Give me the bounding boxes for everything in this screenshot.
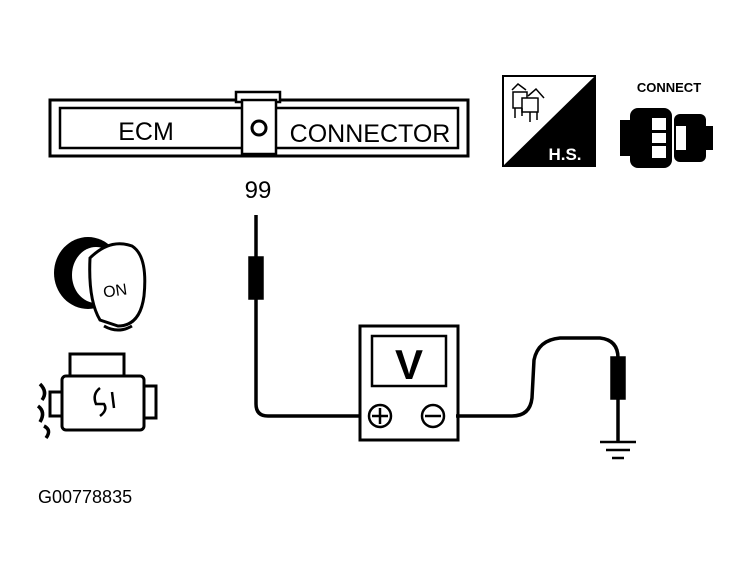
voltmeter-label: V [395, 341, 423, 388]
ignition-label: ON [102, 281, 128, 301]
hs-badge-icon: H.S. [502, 75, 596, 167]
connector-lock-icon [250, 119, 268, 137]
engine-icon [36, 352, 158, 440]
connect-plug-icon [620, 108, 713, 168]
hs-badge-label: H.S. [548, 145, 581, 164]
voltmeter-icon: V [358, 324, 460, 442]
connect-badge: CONNECT [620, 80, 713, 168]
connect-badge-label: CONNECT [637, 80, 701, 95]
ignition-key-icon: ON [54, 237, 147, 332]
negative-lead [456, 336, 626, 442]
positive-lead [248, 215, 362, 418]
figure-id: G00778835 [38, 487, 132, 507]
connector-right-label: CONNECTOR [290, 120, 451, 148]
ground-icon [600, 440, 636, 460]
connector-left-label: ECM [118, 118, 174, 146]
terminal-number: 99 [245, 177, 272, 204]
ecm-connector-header: ECM CONNECTOR [48, 90, 470, 158]
